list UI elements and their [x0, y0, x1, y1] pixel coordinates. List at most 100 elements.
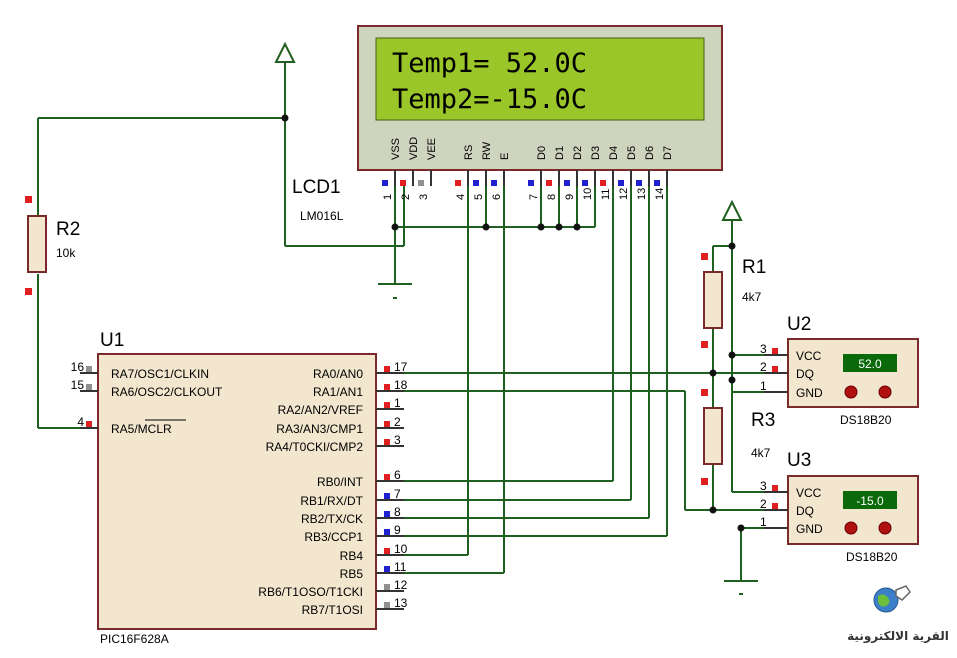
- lcd-pin-number: 7: [528, 194, 540, 200]
- mcu-pin-number: 18: [394, 378, 408, 392]
- mcu-pin-name: RA6/OSC2/CLKOUT: [111, 385, 223, 399]
- lcd-pin-number: 6: [491, 194, 503, 200]
- lcd-pin-number: 3: [418, 194, 430, 200]
- mcu-pin-number: 15: [71, 378, 85, 392]
- ground-symbol-sensors: [724, 580, 758, 595]
- lcd-pin-number: 8: [546, 194, 558, 200]
- power-terminal-sensors: [721, 199, 743, 221]
- u2-decrement-button[interactable]: [844, 385, 858, 399]
- sensor-pin-number: 1: [760, 379, 767, 393]
- lcd-pin: D5 12: [618, 146, 638, 200]
- logo-text: القرية الالكترونية: [847, 629, 949, 644]
- lcd-pin-name: VEE: [426, 138, 438, 160]
- mcu-pin-name: RB1/RX/DT: [300, 494, 363, 508]
- r2-designator: R2: [56, 219, 80, 240]
- mcu-pin-name: RB2/TX/CK: [301, 512, 363, 526]
- junction-dots: [281, 114, 745, 532]
- mcu-pin-number: 9: [394, 523, 401, 537]
- mcu-pin-name: RB3/CCP1: [304, 530, 363, 544]
- lcd-pin-name: E: [499, 153, 511, 160]
- u3-designator: U3: [787, 450, 811, 471]
- sensor-pin-number: 3: [760, 342, 767, 356]
- lcd-pin: D18: [546, 146, 566, 200]
- mcu-pin-name: RA3/AN3/CMP1: [276, 422, 363, 436]
- u3-decrement-button[interactable]: [844, 521, 858, 535]
- sensor-u2: 52.0: [787, 338, 919, 408]
- wires: [37, 62, 776, 580]
- lcd-pin: RW5: [473, 141, 493, 200]
- sensor-pin-number: 2: [760, 360, 767, 374]
- sensor-pin-number: 2: [760, 497, 767, 511]
- mcu-pin-name: RA2/AN2/VREF: [278, 403, 363, 417]
- mcu-body: [97, 353, 377, 630]
- lcd-pin-number: 14: [654, 188, 666, 200]
- lcd-pin: RS4: [455, 145, 475, 200]
- mcu-pin-number: 10: [394, 542, 408, 556]
- mcu-pin-number: 6: [394, 468, 401, 482]
- lcd-designator: LCD1: [292, 177, 341, 198]
- mcu-model: PIC16F628A: [100, 632, 169, 646]
- lcd-pin: D2 9: [564, 146, 584, 200]
- lcd-pin-name: D2: [572, 146, 584, 160]
- lcd-pin-name: D6: [644, 146, 656, 160]
- mcu-pin-number: 4: [77, 415, 84, 429]
- mcu-pin-number: 11: [394, 560, 407, 574]
- sensor-u3: -15.0: [787, 475, 919, 545]
- mcu-pin-name: RB0/INT: [317, 475, 364, 489]
- lcd-pin-number: 11: [600, 189, 612, 200]
- u2-increment-button[interactable]: [878, 385, 892, 399]
- u2-reading: 52.0: [858, 357, 882, 371]
- lcd-pin-number: 1: [382, 194, 394, 200]
- mcu-pin-name: RB7/T1OSI: [302, 603, 363, 617]
- lcd-pin-number: 12: [618, 188, 630, 200]
- mcu-pin-name: RA7/OSC1/CLKIN: [111, 367, 209, 381]
- mcu-designator: U1: [100, 330, 124, 351]
- lcd-pin: VEE 3: [418, 138, 438, 200]
- lcd-pin-number: 10: [582, 188, 594, 200]
- lcd-pin-number: 4: [455, 194, 467, 200]
- u3-model: DS18B20: [846, 550, 898, 564]
- resistor-r1: [701, 253, 723, 348]
- lcd-pin: D0 7: [528, 146, 548, 200]
- lcd-pin-name: VDD: [408, 137, 420, 160]
- lcd-pin-name: D5: [626, 146, 638, 160]
- sensor-pin-number: 1: [760, 515, 767, 529]
- u2-model: DS18B20: [840, 413, 892, 427]
- mcu-pin-number: 8: [394, 505, 401, 519]
- lcd-module: Temp1= 52.0C Temp2=-15.0C: [357, 25, 723, 171]
- mcu-pin-name: RA5/MCLR: [111, 422, 172, 436]
- sensor-pin-name: GND: [796, 386, 823, 400]
- lcd-pin-number: 2: [400, 194, 412, 200]
- u3-increment-button[interactable]: [878, 521, 892, 535]
- sensor-pin-name: GND: [796, 522, 823, 536]
- sensor-pin-name: VCC: [796, 349, 822, 363]
- lcd-pin-number: 9: [564, 194, 576, 200]
- mcu-pin-name: RB6/T1OSO/T1CKI: [258, 585, 363, 599]
- lcd-pin-name: D0: [536, 146, 548, 160]
- mcu-pin-number: 7: [394, 487, 401, 501]
- u2-designator: U2: [787, 314, 811, 335]
- mcu-pin-name: RA1/AN1: [313, 385, 363, 399]
- r3-value: 4k7: [751, 446, 771, 460]
- sensor-pin-name: DQ: [796, 504, 814, 518]
- lcd-pin-number: 5: [473, 194, 485, 200]
- r1-designator: R1: [742, 257, 766, 278]
